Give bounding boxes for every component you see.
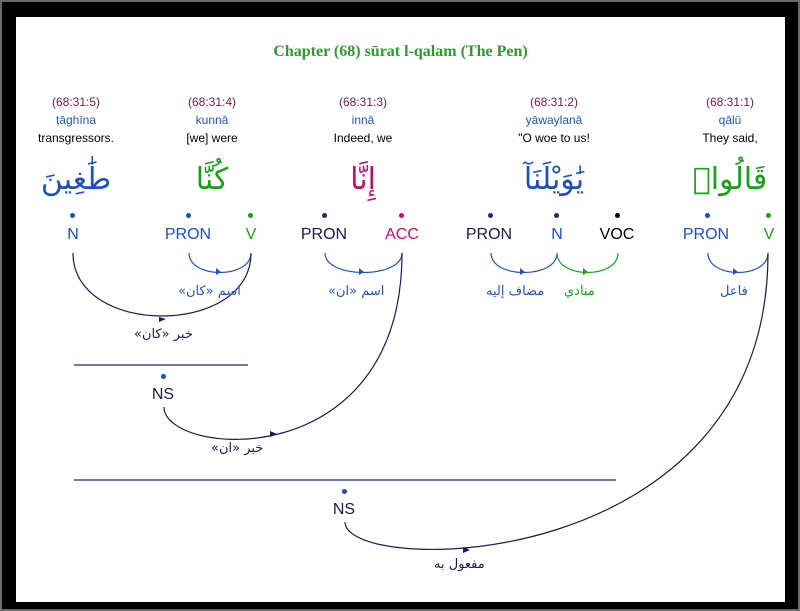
arc-arrowhead [359, 268, 364, 275]
arc-kana-predicate [72, 252, 252, 317]
diagram-canvas: Chapter (68) sūrat l-qalam (The Pen) (68… [16, 17, 785, 602]
node-dot [488, 213, 493, 218]
node-dot [186, 213, 191, 218]
word-arabic: كُنَّا [195, 162, 229, 197]
pos-tag: V [763, 226, 775, 243]
relation-label: اسم «ان» [328, 284, 385, 299]
pos-tag: PRON [300, 226, 348, 243]
word-gloss: [we] were [186, 131, 238, 145]
arc-inna-predicate [163, 252, 403, 440]
word-translit: kunnā [195, 113, 229, 127]
pos-tag: PRON [164, 226, 212, 243]
arc-subject [707, 252, 769, 273]
pos-tag: N [67, 226, 79, 243]
arc-vocative [556, 252, 619, 273]
arc-arrowhead [159, 317, 166, 322]
word-translit: qālū [718, 113, 742, 127]
word-translit: ṭāghīna [55, 113, 97, 127]
relation-label: مضاف إليه [486, 284, 545, 299]
relation-label: منادي [564, 284, 595, 299]
node-dot [342, 489, 347, 494]
pos-tag: ACC [385, 226, 419, 243]
node-dot [554, 213, 559, 218]
pos-tag: NS [151, 386, 175, 403]
word-ref: (68:31:1) [705, 95, 755, 109]
relation-label: اسم «كان» [178, 284, 241, 299]
word-gloss: transgressors. [37, 131, 115, 145]
node-dot [705, 213, 710, 218]
word-ref: (68:31:2) [529, 95, 579, 109]
pos-tag: VOC [599, 226, 635, 243]
arc-arrowhead [463, 547, 470, 553]
arc-arrowhead [583, 268, 588, 275]
pos-tag: N [551, 226, 563, 243]
arc-arrowhead [216, 268, 221, 275]
pos-tag: NS [332, 501, 356, 518]
word-gloss: Indeed, we [333, 131, 393, 145]
relation-label: خبر «ان» [211, 441, 264, 456]
word-arabic: قَالُوا۟ [692, 162, 768, 197]
word-arabic: يَٰوَيْلَنَآ [523, 162, 585, 197]
chapter-title: Chapter (68) sūrat l-qalam (The Pen) [273, 43, 528, 60]
word-gloss: They said, [702, 131, 758, 145]
word-ref: (68:31:3) [338, 95, 388, 109]
node-dot [615, 213, 620, 218]
node-dot [399, 213, 404, 218]
word-ref: (68:31:5) [51, 95, 101, 109]
relation-label: فاعل [720, 284, 748, 299]
arc-inna-subject [324, 252, 403, 274]
arc-arrowhead [270, 431, 277, 437]
pos-tag: V [245, 226, 257, 243]
node-dot [248, 213, 253, 218]
pos-tag: PRON [465, 226, 513, 243]
dependency-arcs [72, 252, 769, 553]
word-gloss: "O woe to us! [518, 131, 590, 145]
pos-tag: PRON [682, 226, 730, 243]
word-arabic: طَٰغِينَ [40, 162, 112, 197]
word-translit: innā [351, 113, 375, 127]
node-dot [322, 213, 327, 218]
word-ref: (68:31:4) [187, 95, 237, 109]
arc-arrowhead [520, 268, 525, 275]
relation-label: مفعول به [434, 557, 485, 572]
node-dot [766, 213, 771, 218]
arc-possessive [490, 252, 558, 273]
word-translit: yāwaylanā [525, 113, 583, 127]
relation-label: خبر «كان» [134, 327, 193, 342]
node-dot [70, 213, 75, 218]
arc-object [344, 252, 769, 550]
arc-arrowhead [733, 268, 738, 275]
word-arabic: إِنَّا [350, 162, 376, 197]
node-dot [161, 374, 166, 379]
arc-kana-subject [188, 252, 252, 273]
